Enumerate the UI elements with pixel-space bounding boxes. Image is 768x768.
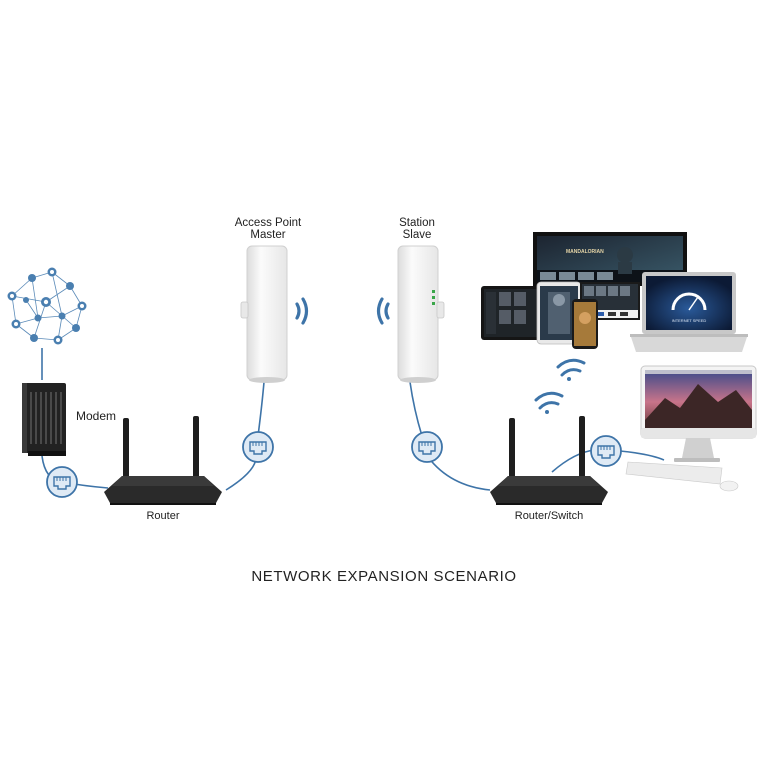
wifi-signal-icon bbox=[295, 297, 309, 325]
keyboard bbox=[625, 461, 723, 485]
modem bbox=[22, 383, 66, 456]
ethernet-port-icon bbox=[46, 466, 78, 498]
ap-cable bbox=[257, 381, 265, 437]
ethernet-port-icon bbox=[590, 435, 622, 467]
station-label-line1: Station bbox=[399, 217, 435, 229]
imac bbox=[640, 365, 757, 462]
tablet bbox=[481, 286, 541, 340]
station-cable bbox=[409, 381, 423, 437]
router-switch-label: Router/Switch bbox=[515, 510, 583, 522]
tablet-front bbox=[536, 281, 582, 345]
station-cpe bbox=[397, 245, 445, 383]
access-point-label-line2: Master bbox=[250, 229, 285, 241]
router bbox=[104, 416, 222, 505]
station-to-switch-link bbox=[427, 456, 491, 491]
mouse bbox=[719, 480, 739, 492]
access-point-label-line1: Access Point bbox=[235, 217, 302, 229]
television: MANDALORIAN bbox=[533, 232, 687, 286]
station-label-line2: Slave bbox=[403, 229, 432, 241]
laptop-speed-label: INTERNET SPEED bbox=[672, 318, 707, 323]
router-label: Router bbox=[146, 510, 179, 522]
router-switch bbox=[490, 416, 608, 505]
ethernet-port-icon bbox=[242, 431, 274, 463]
cloud-network-icon bbox=[7, 267, 87, 345]
diagram-title: NETWORK EXPANSION SCENARIO bbox=[251, 568, 516, 585]
port-to-imac-link bbox=[619, 450, 665, 461]
wifi-signal-icon bbox=[534, 391, 564, 414]
laptop: INTERNET SPEED bbox=[630, 272, 748, 352]
smartphone bbox=[572, 299, 598, 349]
ethernet-port-icon bbox=[411, 431, 443, 463]
wifi-signal-icon bbox=[376, 297, 390, 325]
access-point-cpe bbox=[240, 245, 288, 383]
switch-to-imac-link bbox=[551, 449, 596, 473]
modem-label: Modem bbox=[76, 409, 116, 423]
tv-show-title: MANDALORIAN bbox=[566, 249, 604, 255]
connection-lines bbox=[41, 348, 665, 491]
wifi-signal-icon bbox=[556, 358, 586, 381]
